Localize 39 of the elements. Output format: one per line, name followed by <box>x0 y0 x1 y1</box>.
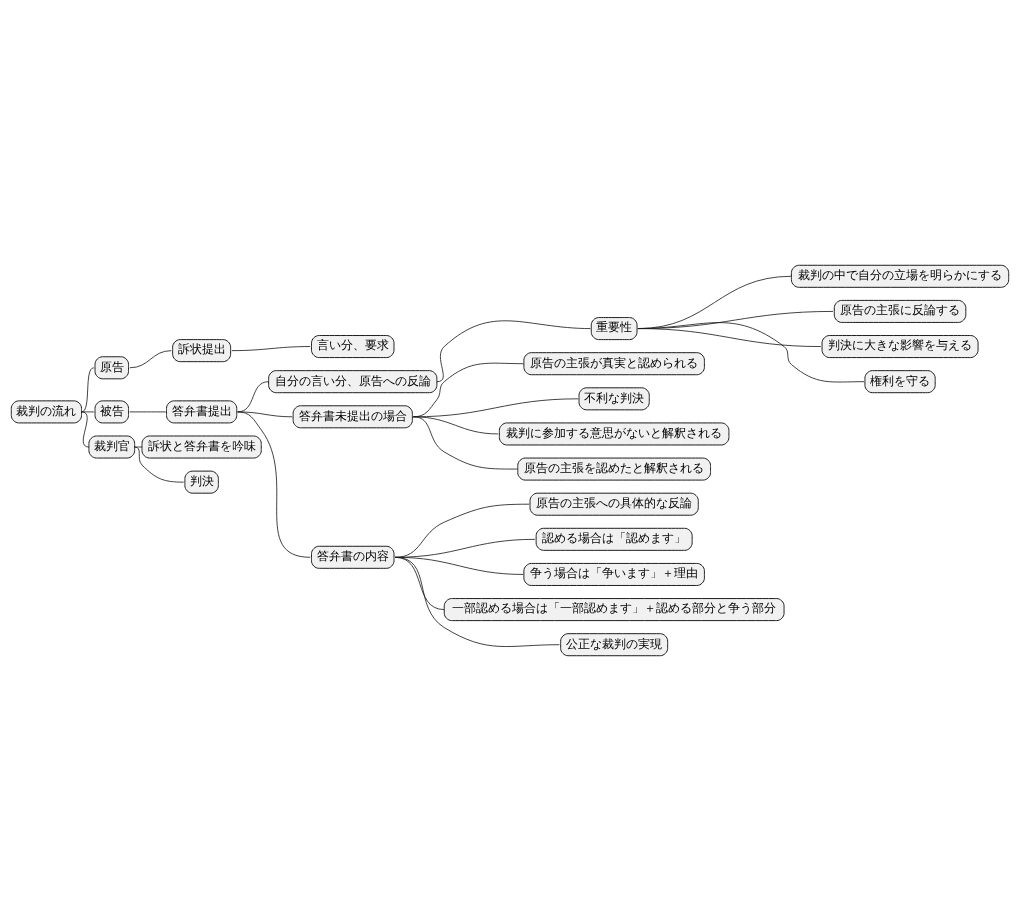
connector <box>394 556 560 647</box>
node-box: 争う場合は「争います」＋理由 <box>523 562 705 586</box>
connector <box>81 411 95 413</box>
connector <box>129 350 172 369</box>
node-box: 自分の言い分、原告への反論 <box>268 370 438 394</box>
node-box: 被告 <box>94 400 129 424</box>
connector <box>237 411 311 558</box>
node-box: 答弁書提出 <box>166 400 238 424</box>
node-box: 公正な裁判の実現 <box>560 633 669 657</box>
node-box: 原告の主張への具体的な反論 <box>529 492 699 516</box>
connector <box>412 416 518 470</box>
node-box: 一部認める場合は「一部認めます」＋認める部分と争う部分 <box>443 598 785 622</box>
connector <box>134 446 185 483</box>
node-box: 重要性 <box>590 317 638 341</box>
node-box: 原告の主張が真実と認められる <box>523 352 705 376</box>
node-box: 認める場合は「認めます」 <box>535 527 693 551</box>
connector <box>134 446 143 448</box>
connector <box>81 367 95 413</box>
node-box: 原告 <box>94 356 129 380</box>
connector <box>129 411 167 413</box>
node-box: 答弁書の内容 <box>311 545 395 569</box>
connector <box>436 320 591 383</box>
node-box: 原告の主張に反論する <box>833 299 967 323</box>
node-box: 判決に大きな影響を与える <box>821 335 979 359</box>
node-box: 判決 <box>184 470 219 494</box>
node-box: 答弁書未提出の場合 <box>292 405 413 429</box>
node-box: 言い分、要求 <box>311 335 395 359</box>
node-box: 裁判に参加する意思がないと解釈される <box>498 422 730 446</box>
node-box: 裁判官 <box>88 435 136 459</box>
connector <box>394 503 530 558</box>
connector <box>231 346 311 352</box>
node-box: 裁判の中で自分の立場を明らかにする <box>790 264 1010 288</box>
node-box: 原告の主張を認めたと解釈される <box>517 457 712 481</box>
node-box: 権利を守る <box>864 370 936 394</box>
node-box: 裁判の流れ <box>10 400 83 424</box>
connector <box>637 322 865 383</box>
node-box: 訴状提出 <box>172 339 232 363</box>
node-box: 訴状と答弁書を吟味 <box>141 435 262 459</box>
node-box: 不利な判決 <box>578 387 650 411</box>
